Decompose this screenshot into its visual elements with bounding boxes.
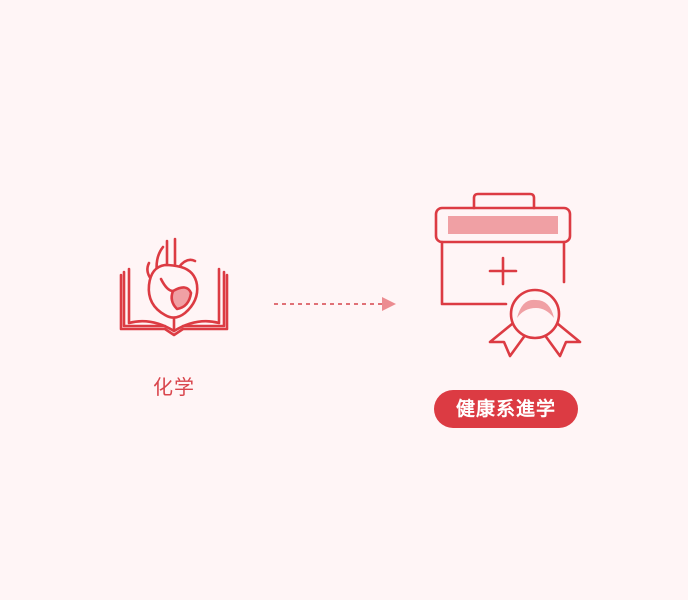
destination-badge: 健康系進学 xyxy=(434,390,578,428)
heart-book-icon xyxy=(119,237,229,337)
from-label: 化学 xyxy=(153,375,195,399)
medical-kit-award-icon xyxy=(434,192,582,358)
dashed-arrow-right xyxy=(274,297,396,311)
